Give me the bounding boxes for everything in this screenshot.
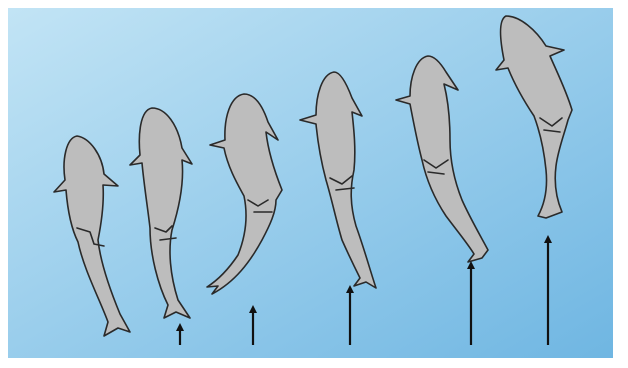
- shark-swimming-sequence-figure: [0, 0, 628, 368]
